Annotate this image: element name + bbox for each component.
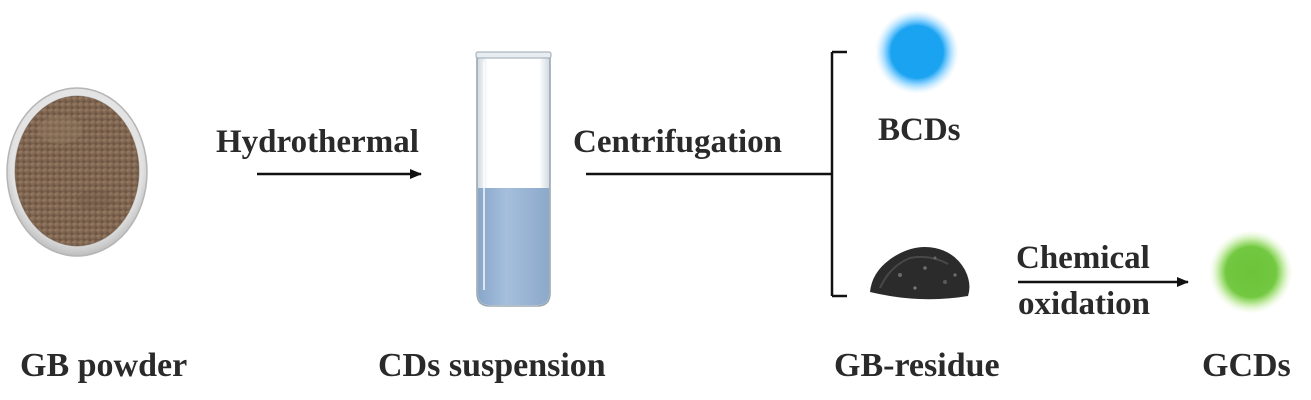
gb-powder-label: GB powder <box>20 347 188 384</box>
cds-suspension-label: CDs suspension <box>378 347 606 384</box>
chemical-label: Chemical <box>1016 240 1150 276</box>
gcds-glow-dot <box>1209 230 1293 314</box>
gb-residue-label: GB-residue <box>834 347 1000 384</box>
gb-powder-dish-image <box>6 87 148 257</box>
bcds-glow-dot <box>875 10 959 94</box>
bcds-label: BCDs <box>878 112 961 148</box>
gcds-label: GCDs <box>1202 347 1291 384</box>
centrifugation-label: Centrifugation <box>573 124 782 160</box>
centrifugation-bracket <box>586 50 847 298</box>
oxidation-label: oxidation <box>1018 286 1151 322</box>
gb-residue-pile-image <box>870 247 970 300</box>
test-tube-image <box>475 51 552 307</box>
hydrothermal-label: Hydrothermal <box>216 124 419 160</box>
